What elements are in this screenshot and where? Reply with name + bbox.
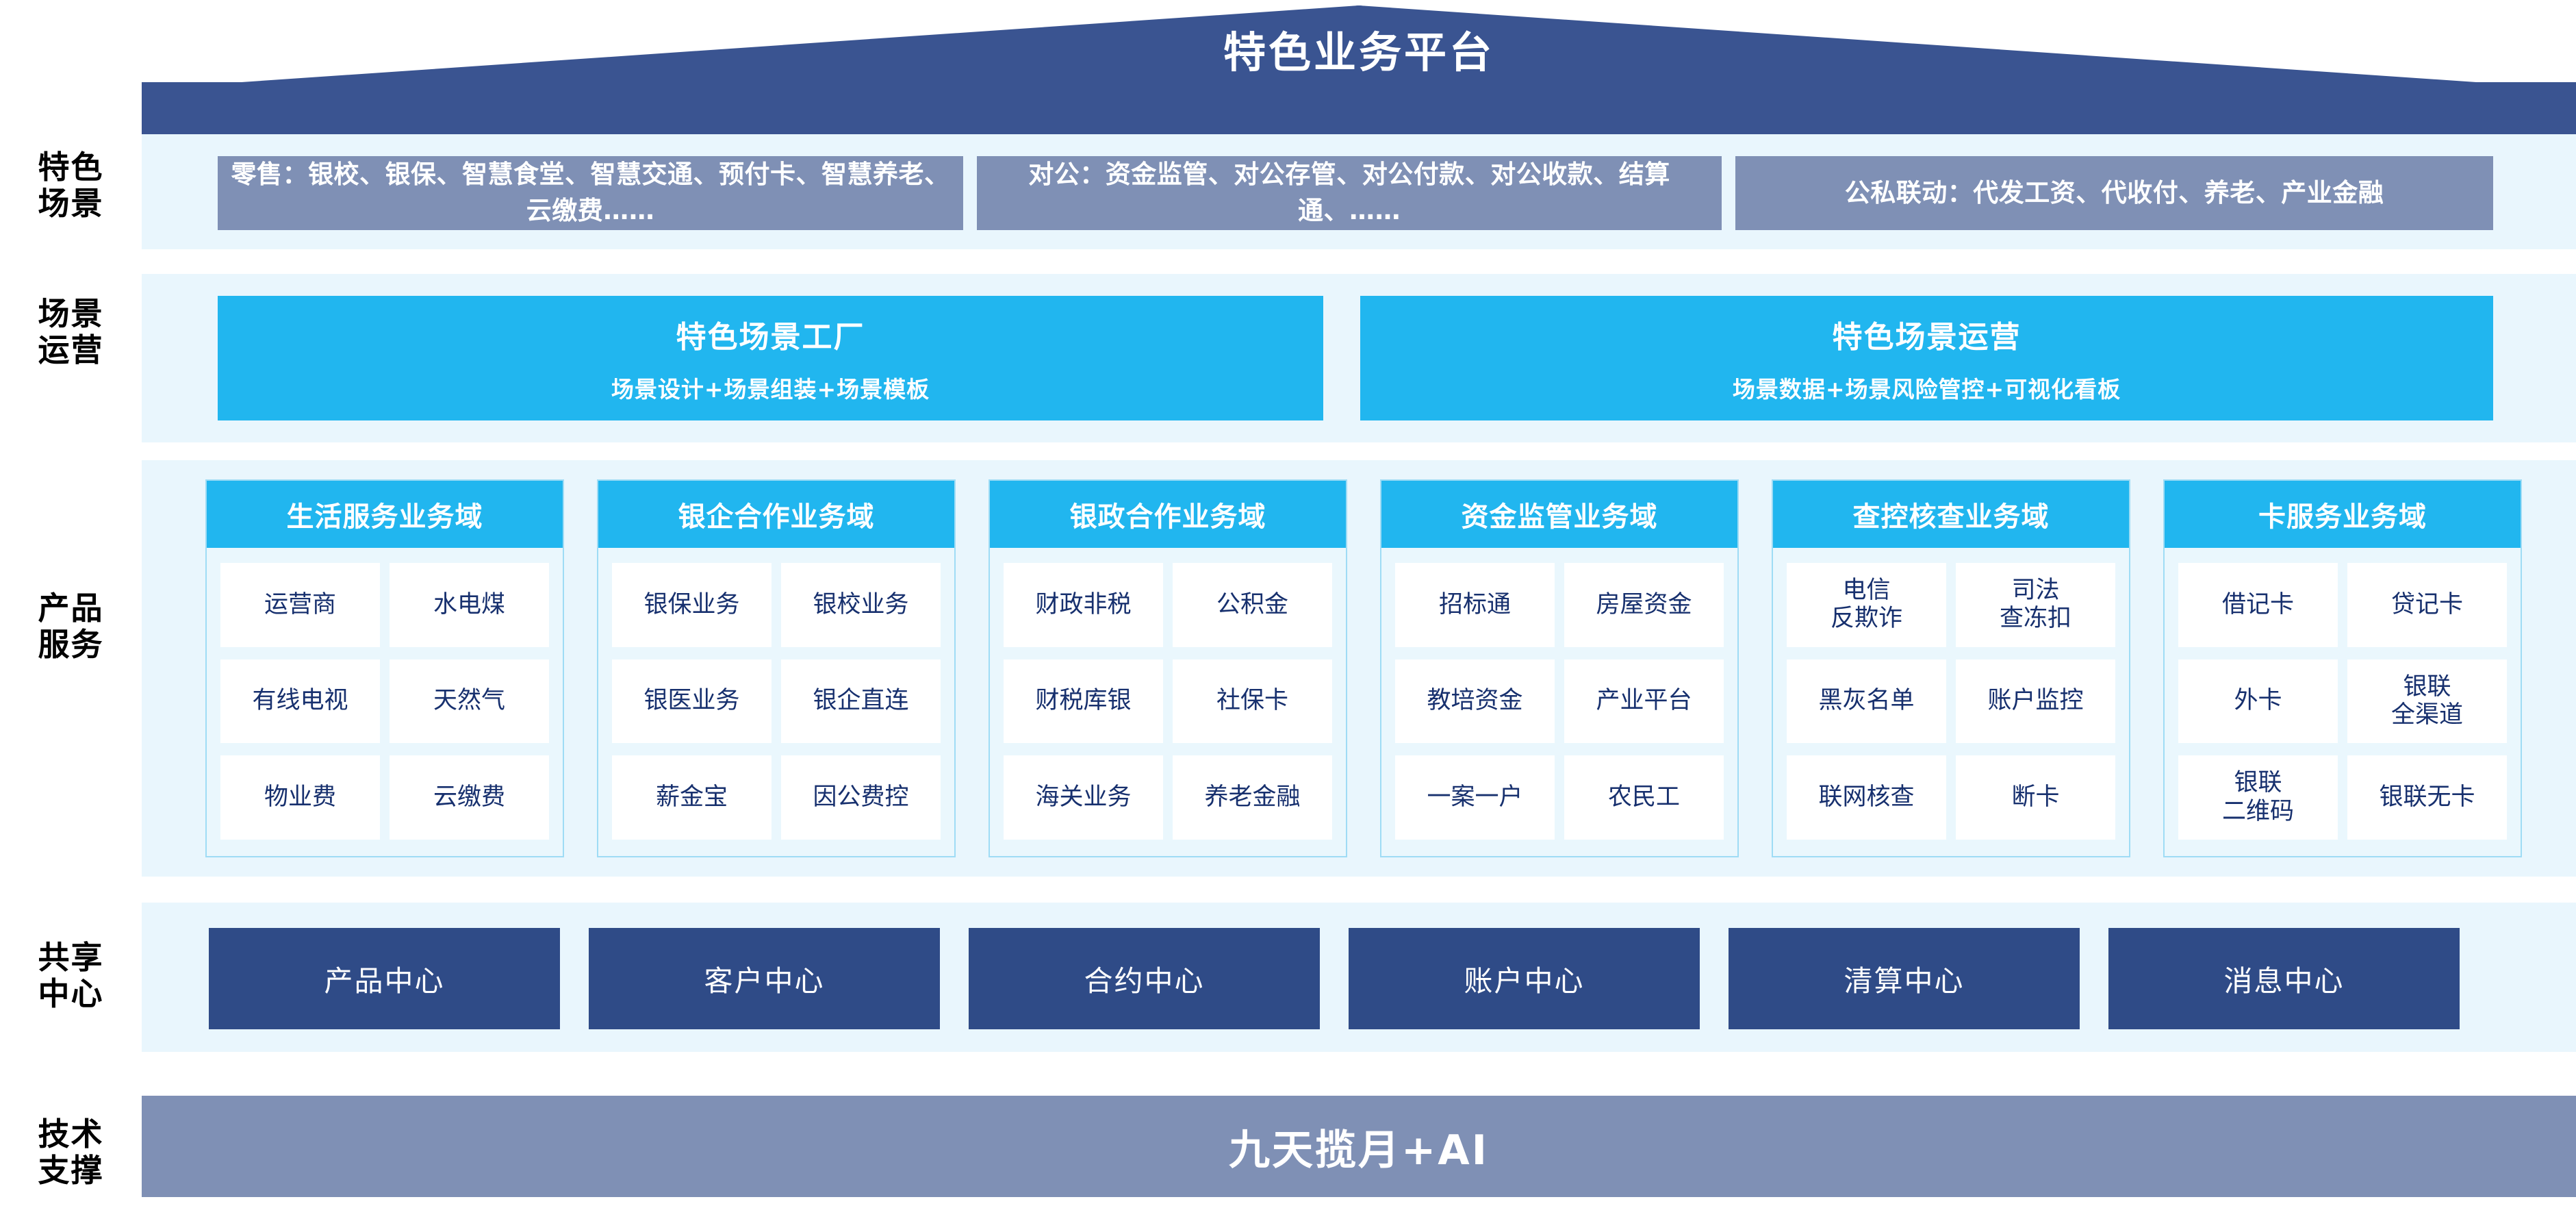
center-box-account[interactable]: 账户中心 — [1349, 928, 1700, 1029]
domain-header: 生活服务业务域 — [207, 481, 563, 548]
product-chip[interactable]: 财税库银 — [1004, 659, 1163, 744]
product-chip[interactable]: 社保卡 — [1173, 659, 1332, 744]
domain-column-investigation[interactable]: 查控核查业务域 电信 反欺诈 司法 查冻扣 黑灰名单 账户监控 联网核查 断卡 — [1772, 479, 2130, 857]
row-label-scenes: 特色 场景 — [38, 149, 104, 223]
row-label-tech-support: 技术 支撑 — [38, 1116, 104, 1190]
center-box-message[interactable]: 消息中心 — [2108, 928, 2460, 1029]
scene-box-public-private[interactable]: 公私联动：代发工资、代收付、养老、产业金融 — [1735, 156, 2493, 230]
product-chip[interactable]: 产业平台 — [1564, 659, 1724, 744]
center-box-contract[interactable]: 合约中心 — [969, 928, 1320, 1029]
product-chip[interactable]: 银医业务 — [612, 659, 771, 744]
domain-column-bank-government[interactable]: 银政合作业务域 财政非税 公积金 财税库银 社保卡 海关业务 养老金融 — [989, 479, 1347, 857]
center-box-customer[interactable]: 客户中心 — [589, 928, 940, 1029]
product-chip[interactable]: 水电煤 — [390, 563, 549, 647]
operation-box-scene-operation[interactable]: 特色场景运营 场景数据+场景风险管控+可视化看板 — [1360, 296, 2493, 420]
product-chip[interactable]: 银联无卡 — [2347, 755, 2507, 840]
domain-column-bank-enterprise[interactable]: 银企合作业务域 银保业务 银校业务 银医业务 银企直连 薪金宝 因公费控 — [597, 479, 956, 857]
row-label-operations: 场景 运营 — [38, 295, 104, 369]
product-chip[interactable]: 贷记卡 — [2347, 563, 2507, 647]
product-chip[interactable]: 电信 反欺诈 — [1787, 563, 1946, 647]
product-chip[interactable]: 联网核查 — [1787, 755, 1946, 840]
product-chip[interactable]: 借记卡 — [2178, 563, 2338, 647]
operation-title: 特色场景工厂 — [676, 320, 865, 355]
product-chip[interactable]: 外卡 — [2178, 659, 2338, 744]
product-chip[interactable]: 账户监控 — [1956, 659, 2115, 744]
domain-header: 资金监管业务域 — [1381, 481, 1737, 548]
domain-column-card-service[interactable]: 卡服务业务域 借记卡 贷记卡 外卡 银联 全渠道 银联 二维码 银联无卡 — [2163, 479, 2522, 857]
product-chip[interactable]: 天然气 — [390, 659, 549, 744]
domain-header: 银企合作业务域 — [598, 481, 954, 548]
product-chip[interactable]: 黑灰名单 — [1787, 659, 1946, 744]
product-chip[interactable]: 银校业务 — [781, 563, 941, 647]
product-chip[interactable]: 物业费 — [220, 755, 380, 840]
tech-support-bar[interactable]: 九天揽月+AI — [142, 1096, 2576, 1197]
product-chip[interactable]: 公积金 — [1173, 563, 1332, 647]
scene-box-corporate[interactable]: 对公：资金监管、对公存管、对公付款、对公收款、结算通、…… — [977, 156, 1722, 230]
domain-chip-grid: 银保业务 银校业务 银医业务 银企直连 薪金宝 因公费控 — [598, 548, 954, 856]
product-chip[interactable]: 海关业务 — [1004, 755, 1163, 840]
page-title: 特色业务平台 — [1223, 27, 1494, 77]
product-chip[interactable]: 养老金融 — [1173, 755, 1332, 840]
domain-chip-grid: 运营商 水电煤 有线电视 天然气 物业费 云缴费 — [207, 548, 563, 856]
product-chip[interactable]: 断卡 — [1956, 755, 2115, 840]
row-label-shared-centers: 共享 中心 — [38, 939, 104, 1013]
product-chip[interactable]: 司法 查冻扣 — [1956, 563, 2115, 647]
product-chip[interactable]: 银联 二维码 — [2178, 755, 2338, 840]
product-chip[interactable]: 运营商 — [220, 563, 380, 647]
center-box-settlement[interactable]: 清算中心 — [1729, 928, 2080, 1029]
product-chip[interactable]: 因公费控 — [781, 755, 941, 840]
product-chip[interactable]: 教培资金 — [1395, 659, 1555, 744]
product-chip[interactable]: 银企直连 — [781, 659, 941, 744]
domain-chip-grid: 招标通 房屋资金 教培资金 产业平台 一案一户 农民工 — [1381, 548, 1737, 856]
product-chip[interactable]: 财政非税 — [1004, 563, 1163, 647]
center-box-product[interactable]: 产品中心 — [209, 928, 560, 1029]
product-chip[interactable]: 银保业务 — [612, 563, 771, 647]
domain-column-life-service[interactable]: 生活服务业务域 运营商 水电煤 有线电视 天然气 物业费 云缴费 — [205, 479, 564, 857]
domain-header: 查控核查业务域 — [1773, 481, 2129, 548]
product-chip[interactable]: 银联 全渠道 — [2347, 659, 2507, 744]
domain-header: 银政合作业务域 — [990, 481, 1346, 548]
domain-header: 卡服务业务域 — [2165, 481, 2521, 548]
operation-subtitle: 场景设计+场景组装+场景模板 — [611, 376, 930, 403]
domain-chip-grid: 财政非税 公积金 财税库银 社保卡 海关业务 养老金融 — [990, 548, 1346, 856]
product-chip[interactable]: 房屋资金 — [1564, 563, 1724, 647]
domain-column-fund-supervision[interactable]: 资金监管业务域 招标通 房屋资金 教培资金 产业平台 一案一户 农民工 — [1380, 479, 1739, 857]
domain-chip-grid: 借记卡 贷记卡 外卡 银联 全渠道 银联 二维码 银联无卡 — [2165, 548, 2521, 856]
product-chip[interactable]: 薪金宝 — [612, 755, 771, 840]
operation-title: 特色场景运营 — [1832, 320, 2022, 355]
product-chip[interactable]: 云缴费 — [390, 755, 549, 840]
product-chip[interactable]: 农民工 — [1564, 755, 1724, 840]
product-chip[interactable]: 一案一户 — [1395, 755, 1555, 840]
operation-box-scene-factory[interactable]: 特色场景工厂 场景设计+场景组装+场景模板 — [218, 296, 1323, 420]
platform-roof: 特色业务平台 — [142, 0, 2576, 137]
product-chip[interactable]: 招标通 — [1395, 563, 1555, 647]
roof-shape-icon — [142, 5, 2576, 137]
domain-chip-grid: 电信 反欺诈 司法 查冻扣 黑灰名单 账户监控 联网核查 断卡 — [1773, 548, 2129, 856]
row-label-products: 产品 服务 — [38, 590, 104, 664]
product-chip[interactable]: 有线电视 — [220, 659, 380, 744]
scene-box-retail[interactable]: 零售：银校、银保、智慧食堂、智慧交通、预付卡、智慧养老、云缴费…… — [218, 156, 963, 230]
operation-subtitle: 场景数据+场景风险管控+可视化看板 — [1732, 376, 2121, 403]
